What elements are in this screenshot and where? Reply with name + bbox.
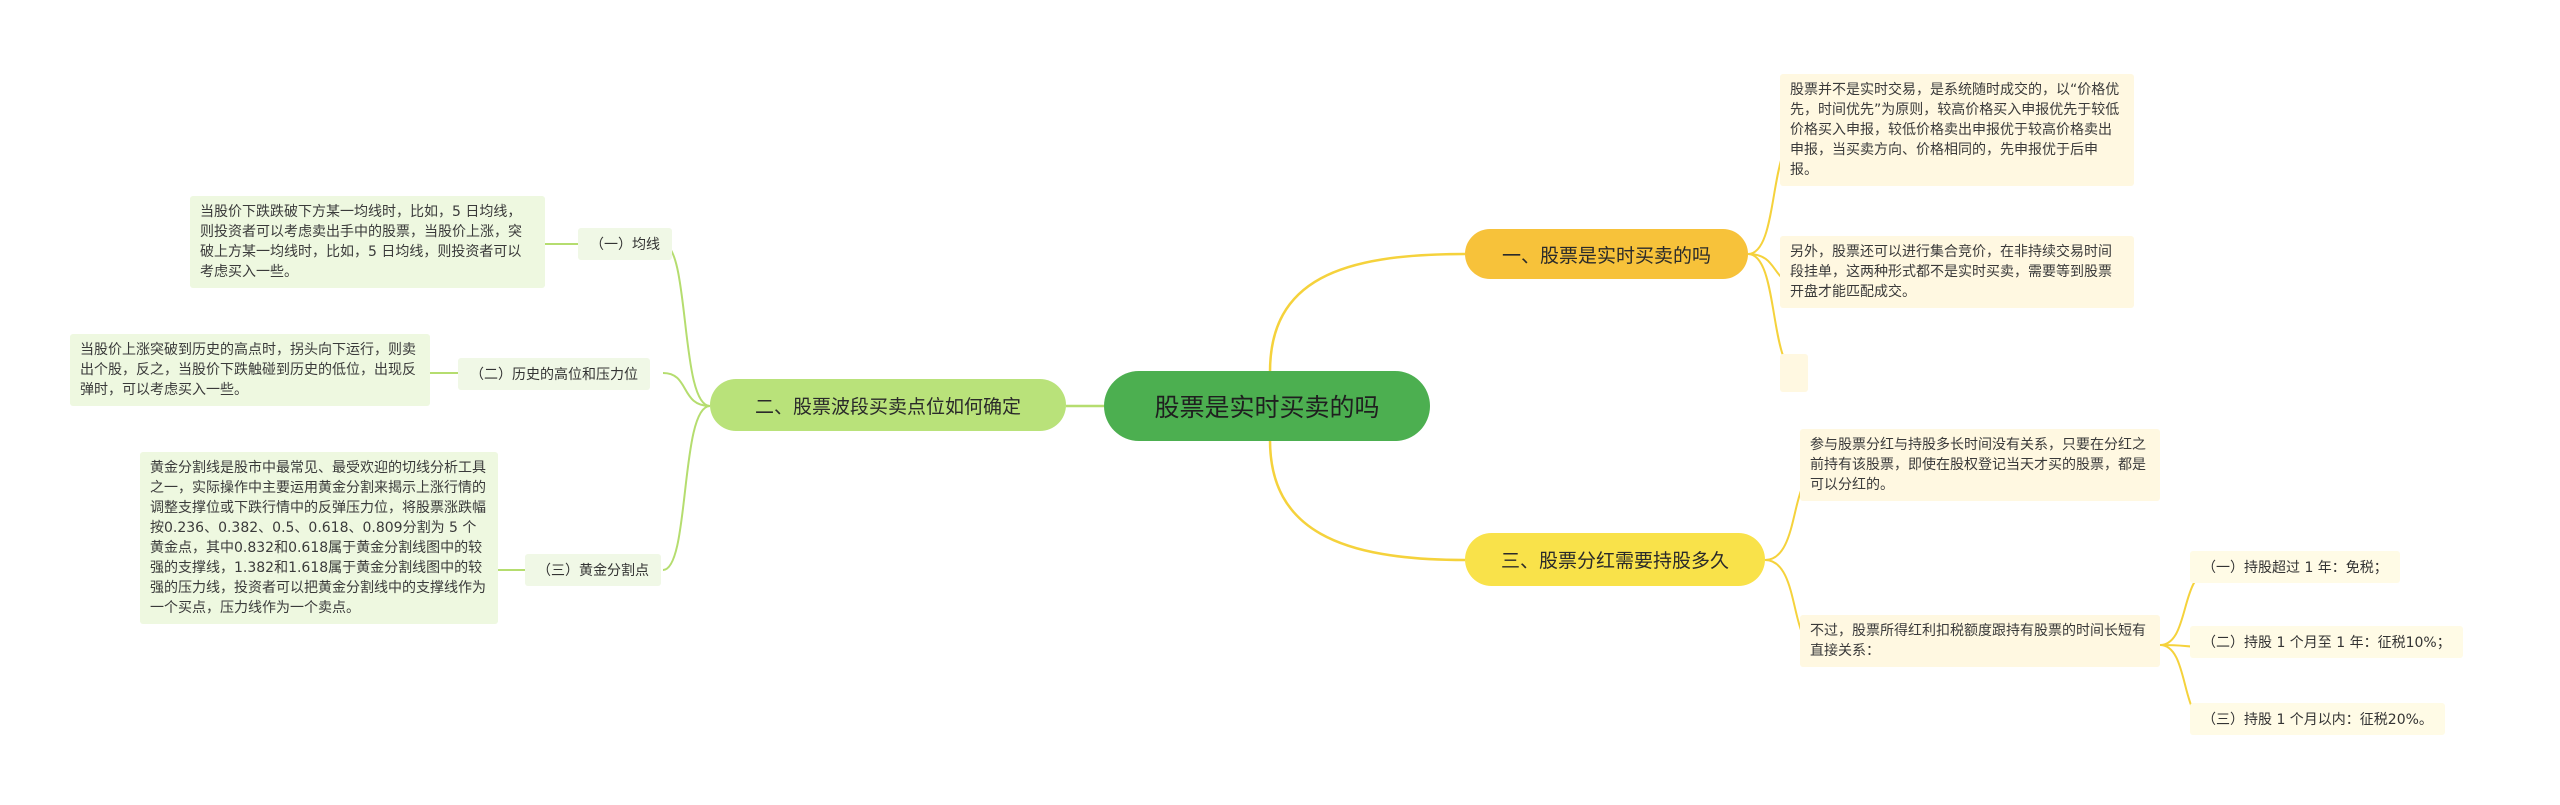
edge-b2-item3 (662, 405, 711, 571)
item-golden-section: （三）黄金分割点 (525, 554, 661, 586)
branch-dividend-holding[interactable]: 三、股票分红需要持股多久 (1465, 533, 1765, 586)
note-moving-average: 当股价下跌跌破下方某一均线时，比如，5 日均线，则投资者可以考虑卖出手中的股票，… (190, 196, 545, 288)
note-historical-high: 当股价上涨突破到历史的高点时，拐头向下运行，则卖出个股，反之，当股价下跌触碰到历… (70, 334, 430, 406)
tax-item-1-month-to-1-year: （二）持股 1 个月至 1 年：征税10%； (2190, 626, 2463, 658)
item-moving-average: （一）均线 (578, 228, 672, 260)
note-realtime-rule: 股票并不是实时交易，是系统随时成交的，以“价格优先，时间优先”为原则，较高价格买… (1780, 74, 2134, 186)
note-dividend-eligibility: 参与股票分红与持股多长时间没有关系，只要在分红之前持有该股票，即使在股权登记当天… (1800, 429, 2160, 501)
edge-b2-item1 (662, 243, 711, 407)
note-dividend-tax: 不过，股票所得红利扣税额度跟持有股票的时间长短有直接关系： (1800, 615, 2160, 667)
note-golden-section: 黄金分割线是股市中最常见、最受欢迎的切线分析工具之一，实际操作中主要运用黄金分割… (140, 452, 498, 624)
branch-realtime-trading[interactable]: 一、股票是实时买卖的吗 (1465, 229, 1748, 279)
edge-b2-item2 (662, 372, 711, 407)
edge-root-branch3 (1268, 439, 1466, 562)
tax-item-within-1-month: （三）持股 1 个月以内：征税20%。 (2190, 703, 2445, 735)
root-topic[interactable]: 股票是实时买卖的吗 (1104, 371, 1430, 441)
note-call-auction: 另外，股票还可以进行集合竞价，在非持续交易时间段挂单，这两种形式都不是实时买卖，… (1780, 236, 2134, 308)
note-empty (1780, 354, 1808, 392)
branch-band-trading-points[interactable]: 二、股票波段买卖点位如何确定 (710, 379, 1066, 431)
edge-root-branch1 (1268, 252, 1466, 373)
tax-item-over-1-year: （一）持股超过 1 年：免税； (2190, 551, 2400, 583)
item-historical-high-pressure: （二）历史的高位和压力位 (458, 358, 650, 390)
